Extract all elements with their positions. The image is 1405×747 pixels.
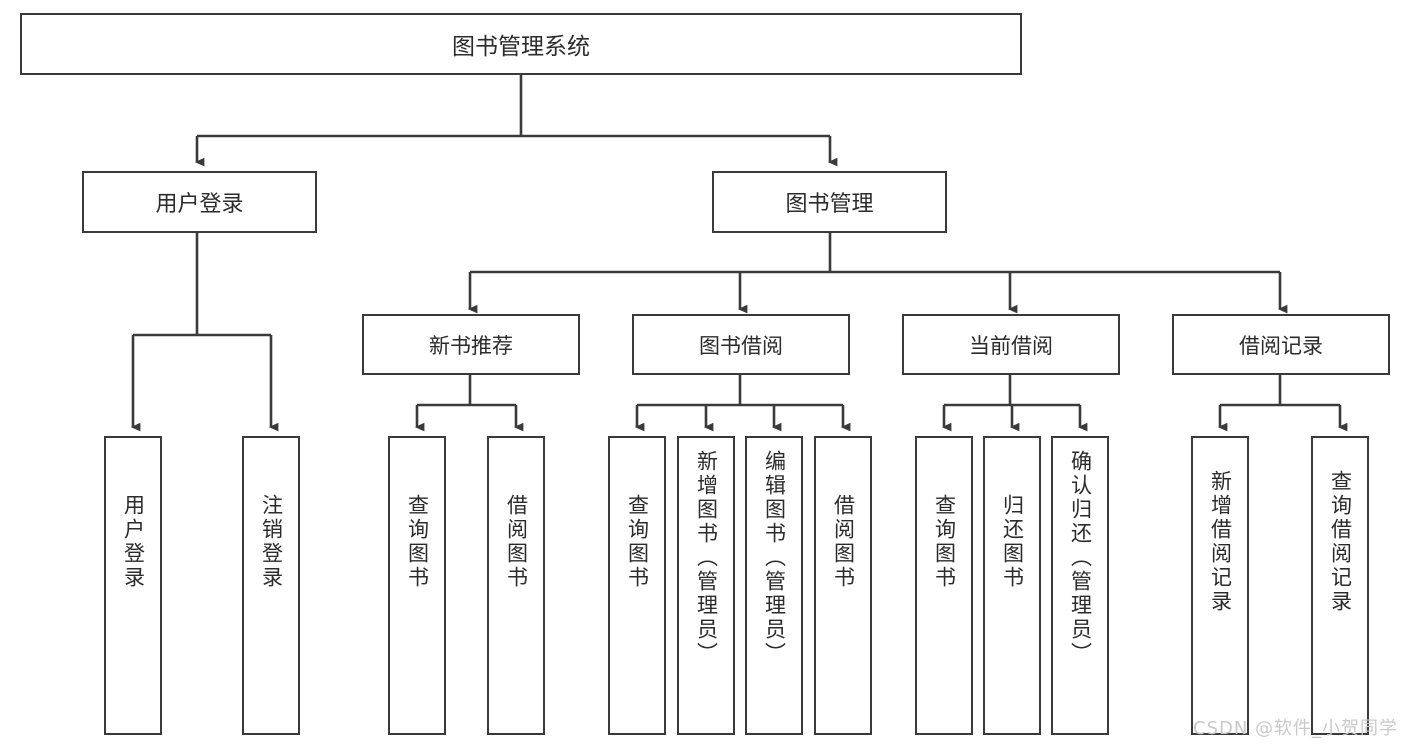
node-label: 图书管理 (785, 192, 874, 217)
node-label: 用户登录 (121, 494, 146, 590)
node-label: 新增借阅记录 (1208, 470, 1233, 614)
node-label: 借阅图书 (504, 494, 529, 590)
leaf-current-borrow-return[interactable]: 归还图书 (983, 436, 1041, 735)
node-book-management[interactable]: 图书管理 (712, 171, 947, 233)
node-label: 确认归还（管理员） (1068, 450, 1093, 666)
node-user-login[interactable]: 用户登录 (82, 171, 317, 233)
leaf-book-borrow-query[interactable]: 查询图书 (608, 436, 666, 735)
node-label: 借阅图书 (831, 494, 856, 590)
node-label: 图书管理系统 (452, 34, 590, 60)
leaf-borrow-record-query[interactable]: 查询借阅记录 (1311, 436, 1369, 735)
node-current-borrow[interactable]: 当前借阅 (902, 314, 1120, 375)
node-label: 注销登录 (259, 494, 284, 590)
node-label: 用户登录 (155, 192, 244, 217)
node-label: 新增图书（管理员） (694, 450, 719, 666)
node-borrow-record[interactable]: 借阅记录 (1172, 314, 1390, 375)
node-label: 借阅记录 (1239, 333, 1323, 358)
leaf-user-login-login[interactable]: 用户登录 (104, 436, 162, 735)
leaf-book-borrow-add-admin[interactable]: 新增图书（管理员） (677, 436, 735, 735)
node-book-borrow[interactable]: 图书借阅 (632, 314, 850, 375)
node-root-system[interactable]: 图书管理系统 (20, 13, 1022, 75)
node-label: 查询图书 (625, 494, 650, 590)
leaf-user-login-logout[interactable]: 注销登录 (242, 436, 300, 735)
node-new-book-recommend[interactable]: 新书推荐 (362, 314, 580, 375)
node-label: 查询图书 (932, 494, 957, 590)
leaf-new-book-borrow[interactable]: 借阅图书 (487, 436, 545, 735)
leaf-borrow-record-add[interactable]: 新增借阅记录 (1191, 436, 1249, 735)
node-label: 编辑图书（管理员） (762, 450, 787, 666)
node-label: 查询借阅记录 (1328, 470, 1353, 614)
leaf-book-borrow-edit-admin[interactable]: 编辑图书（管理员） (745, 436, 803, 735)
leaf-new-book-query[interactable]: 查询图书 (388, 436, 446, 735)
node-label: 归还图书 (1000, 494, 1025, 590)
leaf-current-borrow-query[interactable]: 查询图书 (915, 436, 973, 735)
node-label: 新书推荐 (429, 333, 513, 358)
node-label: 当前借阅 (969, 333, 1053, 358)
node-label: 查询图书 (405, 494, 430, 590)
leaf-book-borrow-borrow[interactable]: 借阅图书 (814, 436, 872, 735)
leaf-current-borrow-confirm-admin[interactable]: 确认归还（管理员） (1051, 436, 1109, 735)
node-label: 图书借阅 (699, 333, 783, 358)
